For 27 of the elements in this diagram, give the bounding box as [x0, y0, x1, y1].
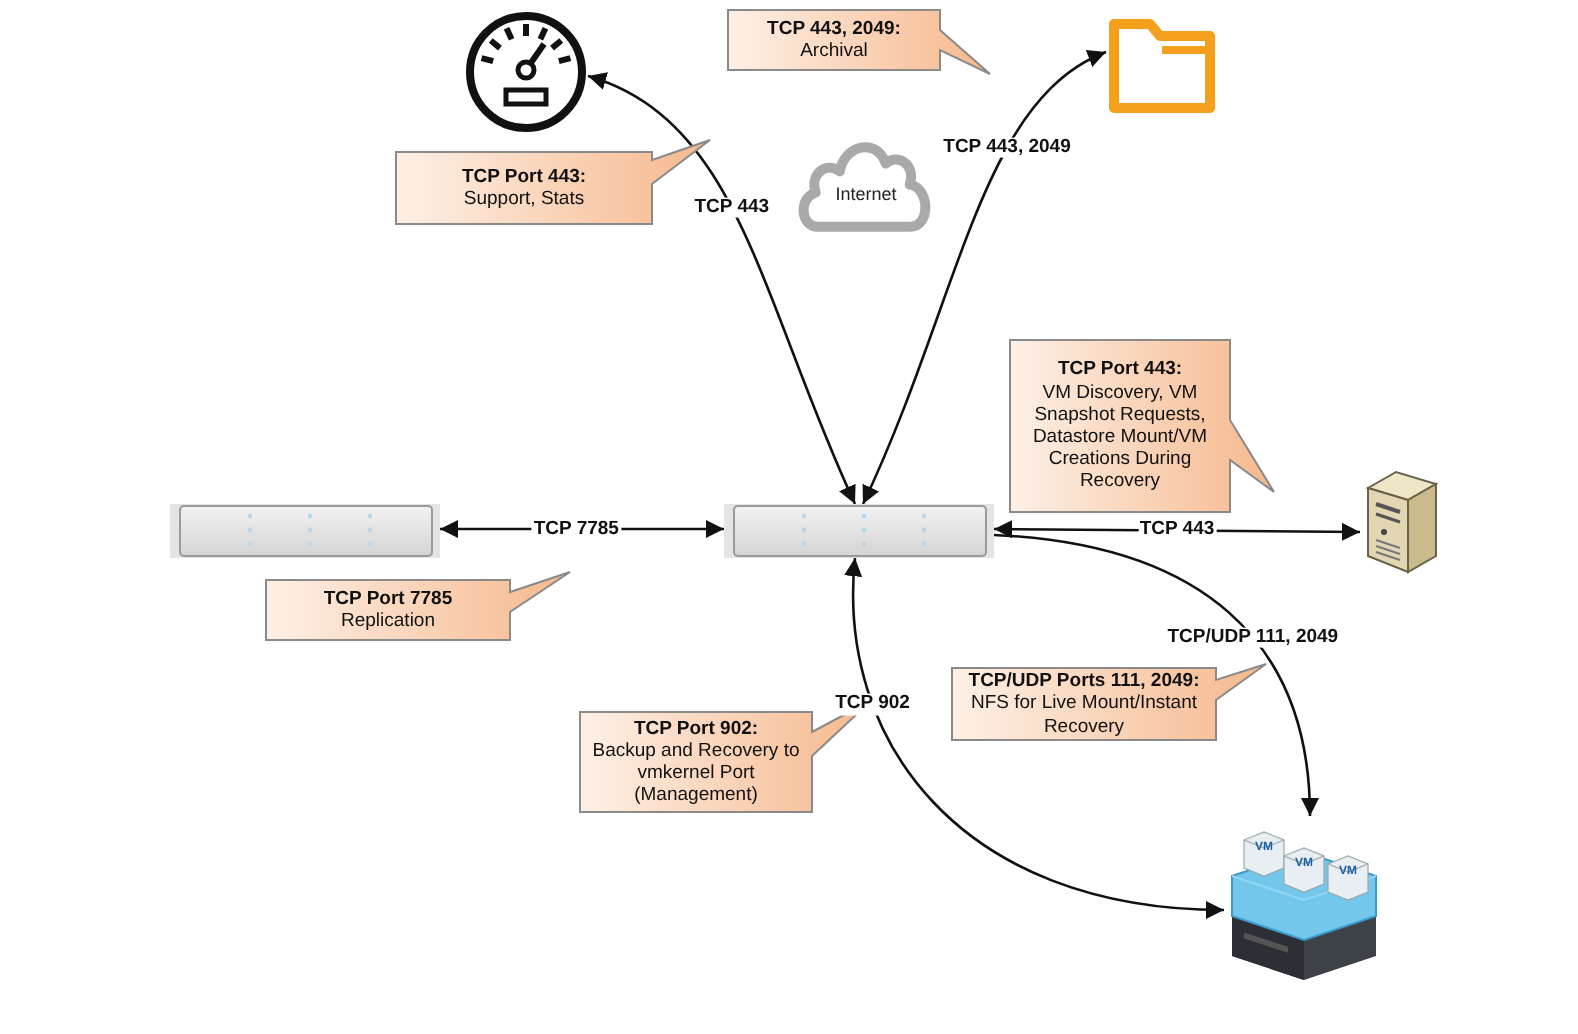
edge-label: TCP 902: [833, 694, 912, 715]
callout-text: NFS for Live Mount/Instant Recovery: [969, 692, 1199, 738]
callout-bubble: [1010, 340, 1274, 512]
cloud-label: Internet: [833, 184, 899, 204]
callout-text: Archival: [800, 40, 868, 63]
callout-heading: TCP/UDP Ports 111, 2049:: [968, 670, 1200, 693]
callout-text: Replication: [341, 610, 435, 633]
callout-bubble: [728, 10, 990, 74]
callout-heading: TCP Port 443:: [461, 165, 587, 188]
edge-label: TCP 7785: [531, 518, 621, 540]
connector-arrow: [845, 557, 1225, 919]
callout-heading: TCP Port 902:: [633, 717, 759, 740]
edge-label: TCP 443: [692, 197, 772, 219]
callout-bubble: [266, 572, 570, 640]
callout-text: Backup and Recovery to vmkernel Port (Management): [590, 739, 802, 807]
callout-heading: TCP Port 7785: [323, 587, 453, 610]
connector-arrow: [587, 74, 857, 505]
connector-arrow: [993, 533, 1319, 817]
edge-label: TCP/UDP 111, 2049: [1165, 626, 1341, 648]
callout-heading: TCP 443, 2049:: [767, 17, 901, 40]
connector-arrow: [861, 50, 1107, 505]
callout-text: VM Discovery, VM Snapshot Requests, Datastore Mount/VM Creations During Recovery: [1030, 381, 1210, 494]
callout-bubble: [952, 664, 1266, 740]
edge-label: TCP 443, 2049: [941, 137, 1073, 159]
edge-label: TCP 443: [1137, 520, 1217, 541]
callout-heading: TCP Port 443:: [1057, 358, 1183, 382]
callout-text: Support, Stats: [463, 188, 585, 211]
